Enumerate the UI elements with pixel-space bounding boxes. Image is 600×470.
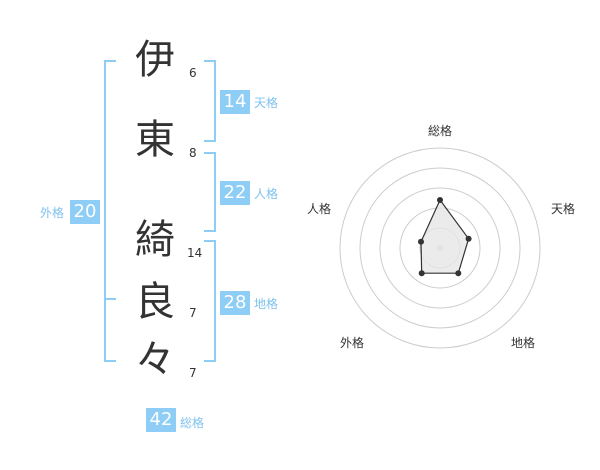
gaikaku-bracket-tick (106, 298, 116, 300)
stroke-count-5: 7 (189, 366, 197, 380)
gaikaku-bracket (104, 60, 116, 362)
radar-point-gaikaku (418, 270, 425, 277)
tenkaku-score: 14 (220, 90, 250, 114)
soukaku-label: 総格 (180, 416, 205, 430)
name-char-3: 綺 (135, 217, 175, 263)
radar-grid-ring (379, 187, 501, 309)
jinkaku-score: 22 (220, 181, 250, 205)
gaikaku-score: 20 (70, 200, 100, 224)
radar-label-soukaku: 総格 (428, 124, 453, 138)
tenkaku-label: 天格 (254, 96, 279, 110)
tenkaku-bracket (204, 60, 216, 142)
jinkaku-label: 人格 (254, 187, 279, 201)
gaikaku-label: 外格 (40, 206, 65, 220)
radar-grid-ring (359, 167, 521, 329)
name-char-4: 良 (135, 279, 175, 325)
radar-label-jinkaku: 人格 (307, 202, 332, 216)
radar-label-gaikaku: 外格 (340, 336, 365, 350)
radar-point-chikaku (455, 270, 462, 277)
name-char-5: 々 (135, 337, 175, 383)
name-char-1: 伊 (135, 37, 175, 83)
stroke-count-3: 14 (187, 246, 203, 260)
stroke-count-2: 8 (189, 146, 197, 160)
chikaku-bracket (204, 240, 216, 362)
radar-grid-ring (339, 147, 541, 349)
soukaku-score: 42 (146, 408, 176, 432)
radar-label-chikaku: 地格 (511, 336, 536, 350)
name-char-2: 東 (135, 117, 175, 163)
radar-points (418, 197, 472, 277)
chikaku-label: 地格 (254, 297, 279, 311)
stroke-count-4: 7 (189, 306, 197, 320)
radar-label-tenkaku: 天格 (551, 202, 576, 216)
radar-shape (420, 198, 470, 274)
radar-point-tenkaku (465, 235, 472, 242)
chikaku-score: 28 (220, 291, 250, 315)
stroke-count-1: 6 (189, 66, 197, 80)
radar-point-soukaku (437, 197, 443, 203)
jinkaku-bracket (204, 152, 216, 232)
radar-point-jinkaku (418, 238, 424, 245)
